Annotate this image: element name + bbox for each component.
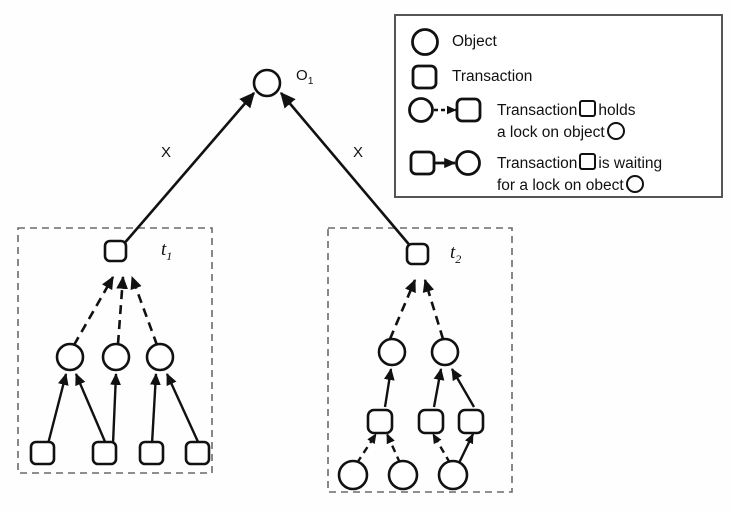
edge-waiting-t1-1 [74,373,108,445]
edge-holds-t1-0 [72,276,115,346]
edge-holds-bottom-t2-2 [431,433,452,464]
node-transaction-t2-mid-0 [366,408,394,435]
node-object-t2-mid-1 [430,337,460,367]
node-object-t2-bottom-1 [387,459,419,491]
legend-label-holds-line2: a lock on object [497,122,627,142]
legend-label-object: Object [452,33,497,50]
cluster-label-t1: t1 [161,239,173,263]
edge-holds-t2-1 [422,278,445,340]
edge-holds-t2-0 [388,278,417,340]
legend-object-icon [411,28,439,56]
legend-waiting-square-icon [409,150,436,176]
node-transaction-t2-mid-1 [417,408,445,435]
edge-waiting-t2-0 [383,367,395,408]
node-transaction-t2-root [405,242,430,266]
node-transaction-t1-leaf-1 [91,440,118,466]
edge-holds-bottom-t2-0 [355,433,378,464]
edge-holds-bottom-t2-3 [457,433,475,464]
legend-holds-circle-icon [408,97,434,123]
legend-inline-circle-icon-2 [625,175,644,193]
edge-label-x-left: X [161,144,172,161]
edge-waiting-t1-2 [110,372,121,445]
main-edge-t2-to-o1 [280,91,413,249]
label-object-o1: O1 [296,67,314,87]
node-object-t1-1 [101,342,131,372]
edge-holds-bottom-t2-1 [385,433,402,464]
legend-inline-square-icon [579,100,597,117]
node-object-t1-0 [55,342,85,372]
node-transaction-t2-mid-2 [457,408,485,435]
node-object-o1 [252,68,282,98]
node-object-t2-bottom-2 [437,459,469,491]
cluster-label-t2: t2 [450,242,462,266]
legend-waiting-circle-icon [455,150,481,176]
node-object-t2-mid-0 [377,337,407,367]
legend-inline-square-icon-2 [579,153,597,170]
node-object-t2-bottom-0 [337,459,369,491]
node-transaction-t1-leaf-2 [138,440,165,466]
edge-waiting-t1-3 [149,372,161,445]
legend-holds-square-icon [455,97,482,123]
legend-transaction-icon [411,64,438,90]
node-transaction-t1-root [103,239,128,263]
edge-holds-t1-2 [130,275,159,346]
node-transaction-t1-leaf-0 [29,440,56,466]
edge-waiting-t2-1 [432,367,445,408]
cluster-box-t2 [327,227,513,493]
edge-label-x-right: X [353,144,364,161]
legend-inline-circle-icon [606,122,625,140]
edge-waiting-t1-4 [165,373,201,445]
main-edge-t1-to-o1 [121,91,255,247]
legend-label-waiting-line2: for a lock on obect [497,175,646,195]
edge-waiting-t2-2 [450,368,476,408]
edge-holds-t1-1 [116,275,128,345]
node-object-t1-2 [145,342,175,372]
edge-waiting-t1-0 [46,372,69,445]
cluster-box-t1 [17,227,213,474]
node-transaction-t1-leaf-3 [184,440,211,466]
legend-label-transaction: Transaction [452,68,533,85]
